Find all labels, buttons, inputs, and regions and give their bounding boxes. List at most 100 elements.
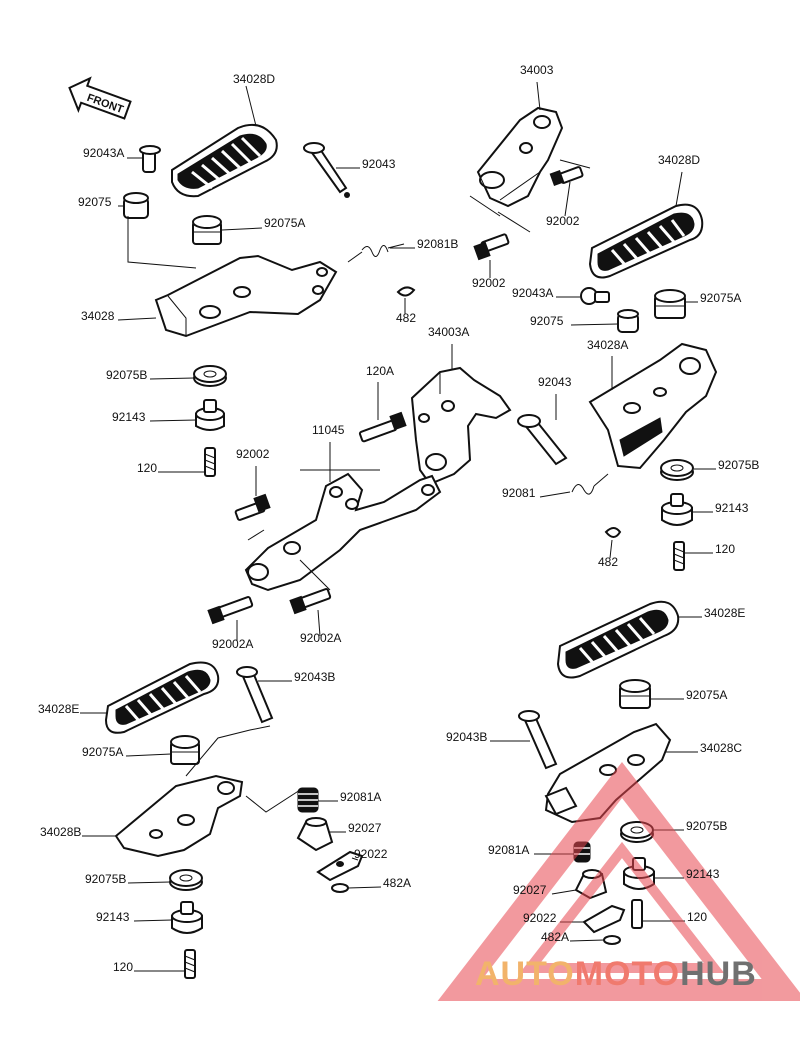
- rubber-92075A-lower-left: [170, 735, 200, 765]
- part-label-92043A-b: 92043A: [512, 286, 554, 300]
- footpeg-bracket-34028B: [114, 774, 244, 858]
- footpeg-bracket-34028: [154, 254, 338, 338]
- bracket-11045: [244, 472, 442, 592]
- clip-482A-right: [603, 935, 621, 945]
- bracket-34003A: [410, 366, 512, 486]
- collar-92075-right: [617, 309, 639, 333]
- part-label-92075A-a: 92075A: [264, 216, 306, 230]
- footpeg-bracket-34028A: [588, 342, 718, 470]
- washer-92075B-lower-left: [169, 869, 203, 891]
- bolt-92002A-b: [289, 588, 332, 615]
- part-label-34003A: 34003A: [428, 325, 470, 339]
- part-label-92143-d: 92143: [96, 910, 130, 924]
- rubber-92075A-lower-right: [619, 679, 651, 709]
- part-label-92043B-b: 92043B: [446, 730, 488, 744]
- part-label-92075A-c: 92075A: [686, 688, 728, 702]
- bolt-92002-b: [473, 233, 510, 261]
- part-label-34028E-a: 34028E: [704, 606, 746, 620]
- part-label-92002A-a: 92002A: [212, 637, 254, 651]
- clip-482-right: [604, 527, 622, 538]
- part-label-92002-c: 92002: [472, 276, 506, 290]
- footpeg-rubber-34028E-right: [556, 600, 680, 679]
- part-label-92002A-b: 92002A: [300, 631, 342, 645]
- part-label-92143-b: 92143: [715, 501, 749, 515]
- part-label-92081A-b: 92081A: [488, 843, 530, 857]
- bolt-120-left: [204, 447, 216, 477]
- pin-92043B-right: [518, 710, 558, 770]
- cap-92143-lower-left: [171, 901, 203, 934]
- part-label-482-a: 482: [396, 311, 417, 325]
- part-label-11045: 11045: [312, 423, 345, 437]
- part-label-34028C: 34028C: [700, 741, 743, 755]
- washer-92075B-left: [193, 365, 227, 387]
- part-label-92143-a: 92143: [112, 410, 146, 424]
- part-label-34028B: 34028B: [40, 825, 82, 839]
- part-label-92002-b: 92002: [546, 214, 580, 228]
- part-label-92043-a: 92043: [362, 157, 396, 171]
- part-label-34003: 34003: [520, 63, 554, 77]
- part-label-482-b: 482: [598, 555, 619, 569]
- plate-92022-right: [582, 904, 626, 934]
- part-label-92075B-a: 92075B: [106, 368, 148, 382]
- bolt-120-lower-left: [184, 949, 196, 979]
- watermark-part2: MOTO: [574, 955, 681, 993]
- part-label-92022-b: 92022: [523, 911, 557, 925]
- bolt-92002A-a: [207, 596, 254, 625]
- part-label-120-b: 120: [715, 542, 736, 556]
- spring-92081B: [347, 243, 405, 263]
- footpeg-rubber-34028D-left: [171, 124, 278, 198]
- spring-92081A-left: [297, 787, 319, 813]
- pin-92043A-left: [139, 145, 161, 173]
- bolt-92002-a: [549, 166, 584, 186]
- footpeg-rubber-34028E-left: [104, 661, 220, 734]
- part-label-92075-a: 92075: [78, 195, 112, 209]
- part-label-34028D-a: 34028D: [233, 72, 276, 86]
- watermark-text: AUTOMOTOHUB: [475, 955, 757, 994]
- plate-92022-left: [316, 850, 364, 882]
- pin-92043-top: [303, 142, 350, 198]
- part-label-120-d: 120: [113, 960, 134, 974]
- bolt-120A: [358, 411, 407, 443]
- part-label-92027-a: 92027: [348, 821, 382, 835]
- watermark-part3: HUB: [680, 955, 757, 993]
- rubber-92075A-left: [192, 215, 222, 245]
- part-label-92143-c: 92143: [686, 867, 720, 881]
- cap-92143-right: [661, 493, 693, 526]
- part-label-92043A-a: 92043A: [83, 146, 125, 160]
- part-label-34028E-b: 34028E: [38, 702, 80, 716]
- part-label-120-a: 120: [137, 461, 158, 475]
- part-label-34028D-b: 34028D: [658, 153, 701, 167]
- footpeg-rubber-34028D-right: [588, 203, 704, 279]
- cap-92143-left: [195, 399, 225, 431]
- part-label-34028: 34028: [81, 309, 115, 323]
- part-label-92043-b: 92043: [538, 375, 572, 389]
- collar-92075-left: [123, 192, 149, 219]
- washer-92075B-right: [660, 459, 694, 481]
- part-label-92075A-b: 92075A: [700, 291, 742, 305]
- bolt-120-lower-right: [631, 899, 643, 929]
- part-label-92022-a: 92022: [354, 847, 388, 861]
- leader-lines: [80, 81, 716, 972]
- part-label-482A-b: 482A: [541, 930, 570, 944]
- bolt-92002-d: [234, 493, 271, 521]
- part-label-92075B-b: 92075B: [718, 458, 760, 472]
- part-label-120-c: 120: [687, 910, 708, 924]
- clip-482-top: [396, 286, 416, 297]
- spring-92081: [571, 473, 609, 495]
- part-label-92081B: 92081B: [417, 237, 459, 251]
- part-label-92081A-a: 92081A: [340, 790, 382, 804]
- pin-92043B-left: [236, 666, 274, 724]
- part-label-92043B-a: 92043B: [294, 670, 336, 684]
- detent-92027-left: [296, 817, 334, 852]
- rubber-92075A-right: [654, 289, 686, 319]
- part-label-92075B-c: 92075B: [686, 819, 728, 833]
- clip-482A-left: [331, 883, 349, 893]
- part-label-120A: 120A: [366, 364, 395, 378]
- watermark-logo: [437, 761, 800, 1001]
- part-label-92002-a: 92002: [236, 447, 270, 461]
- part-label-34028A: 34028A: [587, 338, 629, 352]
- footpeg-bracket-34028C: [544, 722, 672, 824]
- part-label-92075-b: 92075: [530, 314, 564, 328]
- watermark-part1: AUTO: [475, 955, 575, 993]
